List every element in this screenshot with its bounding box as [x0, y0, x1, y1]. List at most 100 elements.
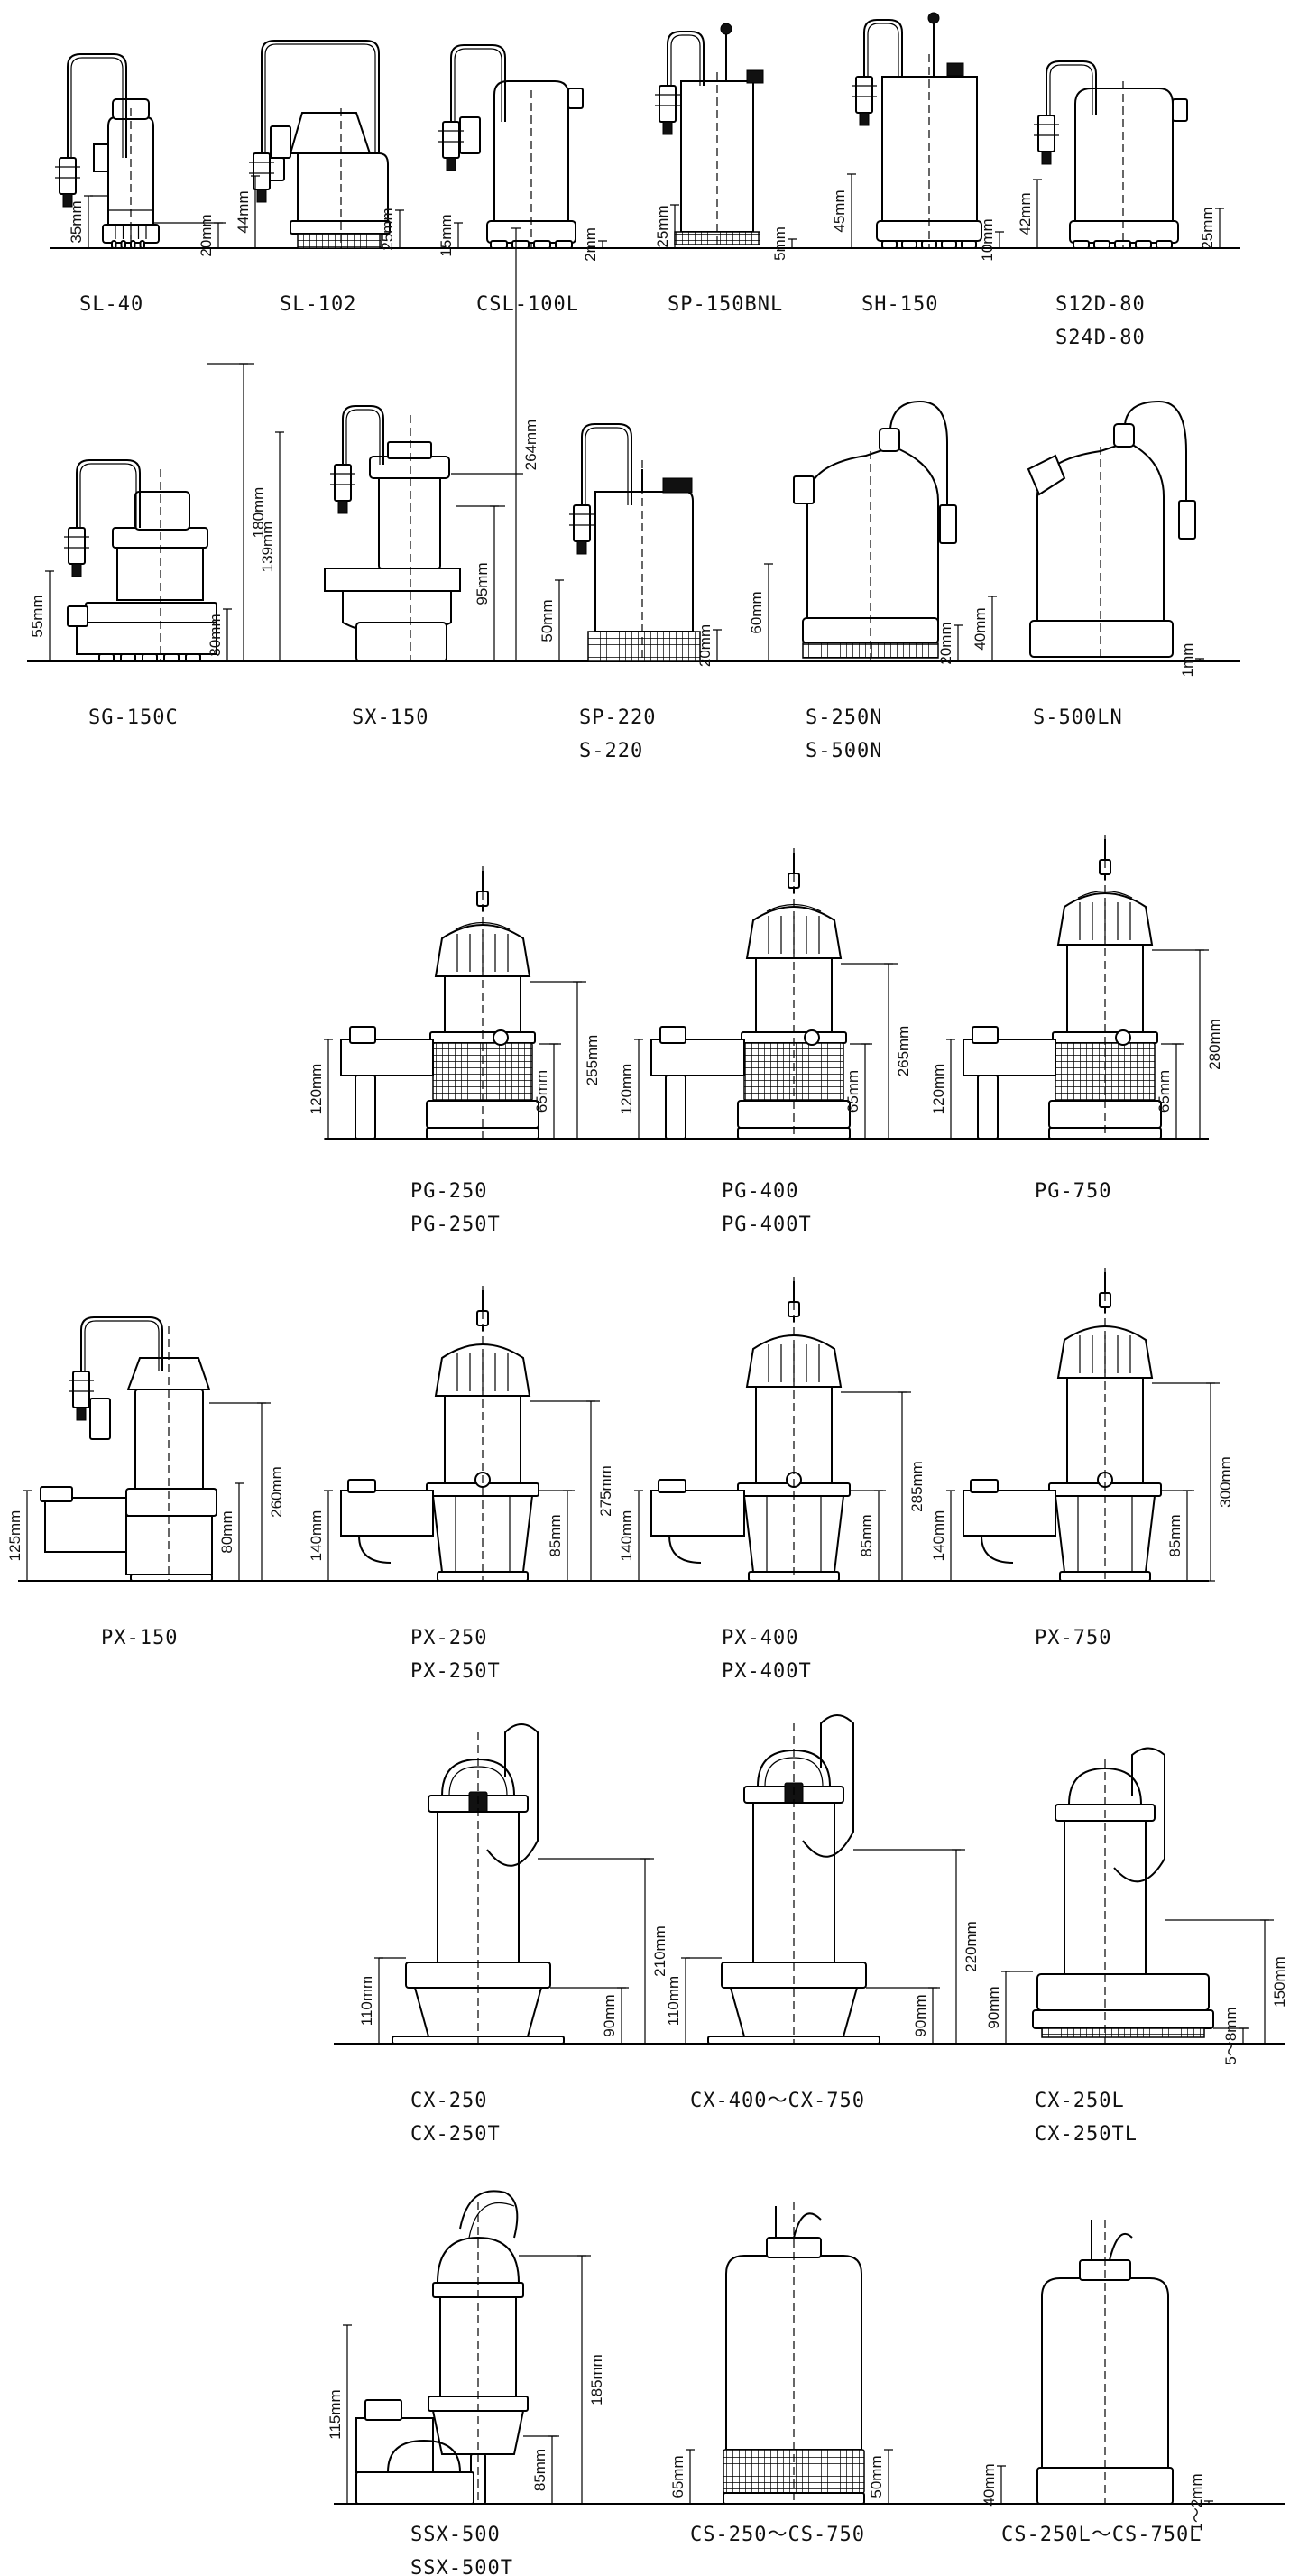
- model-name: SL-102: [280, 293, 356, 316]
- dimension-label: 5mm: [771, 226, 788, 261]
- plug-icon: [334, 464, 352, 502]
- plug-prong: [859, 112, 870, 126]
- motor-housing: [1064, 1820, 1147, 1975]
- pump-foot: [490, 240, 508, 249]
- dimension-label: 20mm: [937, 622, 954, 664]
- power-cable: [80, 1316, 163, 1371]
- outlet-pipe: [567, 88, 584, 109]
- flange: [364, 2399, 402, 2421]
- outlet-pipe: [793, 475, 815, 504]
- model-name: S-220: [579, 740, 643, 762]
- switch-box: [89, 1398, 111, 1440]
- dimension-label: 90mm: [912, 1994, 929, 2036]
- model-name: S24D-80: [1055, 327, 1146, 349]
- model-name: CSL-100L: [476, 293, 579, 316]
- pump-foot: [130, 1574, 213, 1582]
- model-name: CS-250～CS-750: [690, 2524, 865, 2546]
- stand: [355, 622, 447, 662]
- model-name: S-500N: [806, 740, 882, 762]
- dimension-label: 45mm: [831, 189, 848, 232]
- model-name: SSX-500: [410, 2524, 501, 2546]
- switch-box: [459, 116, 481, 154]
- discharge-elbow: [963, 1490, 1056, 1537]
- flange: [659, 1026, 686, 1044]
- dimension-label: 30mm: [207, 614, 224, 656]
- discharge-elbow: [355, 2417, 434, 2473]
- dimension-label: 2mm: [582, 227, 599, 262]
- model-name: S-500LN: [1033, 706, 1123, 729]
- model-name: CX-250: [410, 2090, 487, 2112]
- flange: [972, 1026, 999, 1044]
- pump-foot: [881, 240, 898, 249]
- pump-foot: [941, 240, 957, 249]
- pump-base: [290, 220, 391, 235]
- model-name: PG-250T: [410, 1214, 501, 1236]
- flange: [970, 1479, 999, 1493]
- discharge-elbow: [650, 1490, 745, 1537]
- dimension-label: 264mm: [522, 420, 539, 471]
- plug-prong: [576, 540, 587, 555]
- power-cable: [342, 405, 384, 465]
- motor-head: [126, 1357, 211, 1390]
- dimension-label: 110mm: [665, 1976, 682, 2026]
- model-name: PG-400: [722, 1180, 798, 1203]
- flange: [349, 1026, 376, 1044]
- dimension-label: 25mm: [1199, 207, 1216, 249]
- dimension-label: 85mm: [547, 1514, 564, 1556]
- discharge-elbow: [340, 1039, 434, 1076]
- dimension-label: 1mm: [1179, 643, 1196, 678]
- dimension-label: 40mm: [981, 2463, 998, 2506]
- switch-box: [270, 125, 291, 159]
- dimension-label: 20mm: [696, 624, 714, 667]
- pump-body: [594, 491, 694, 632]
- pump-foot: [185, 653, 201, 662]
- dimension-label: 50mm: [868, 2455, 885, 2498]
- outlet-pipe: [67, 605, 88, 627]
- plug-icon: [72, 1371, 90, 1408]
- model-name: S-250N: [806, 706, 882, 729]
- dimension-label: 95mm: [474, 562, 491, 605]
- dimension-label: 40mm: [972, 607, 989, 650]
- model-name: SP-220: [579, 706, 656, 729]
- dimension-label: 120mm: [930, 1064, 947, 1115]
- model-name: PX-150: [101, 1627, 178, 1649]
- model-name: PG-250: [410, 1180, 487, 1203]
- dimension-label: 50mm: [539, 599, 556, 642]
- model-name: PX-750: [1035, 1627, 1111, 1649]
- dimension-label: 65mm: [533, 1070, 550, 1113]
- dimension-label: 90mm: [601, 1994, 618, 2036]
- pump-foot: [163, 653, 180, 662]
- dimension-label: 220mm: [963, 1921, 980, 1972]
- power-cable: [486, 1723, 539, 1867]
- pump-base: [1036, 1973, 1210, 2011]
- plug-prong: [662, 121, 673, 135]
- dimension-label: 140mm: [930, 1510, 947, 1562]
- pump-foot: [1135, 240, 1152, 249]
- outlet-cap: [662, 477, 693, 494]
- plug-prong: [1041, 151, 1052, 165]
- dimension-label: 125mm: [6, 1510, 23, 1562]
- dimension-label: 150mm: [1271, 1956, 1288, 2008]
- dimension-label: 140mm: [618, 1510, 635, 1562]
- power-cable: [1091, 2220, 1133, 2261]
- dimension-label: 275mm: [597, 1465, 614, 1517]
- outlet-pipe: [1172, 98, 1188, 122]
- discharge-leg: [977, 1075, 999, 1140]
- plug-icon: [253, 152, 271, 190]
- plug-icon: [855, 76, 873, 114]
- dimension-label: 80mm: [218, 1510, 235, 1553]
- plug-icon: [939, 504, 957, 544]
- pump-base: [324, 568, 461, 592]
- cable-gland: [1113, 423, 1135, 448]
- plug-prong: [446, 157, 456, 171]
- row-2: 55mm180mm30mm139mm264mm95mm50mm20mm60mm2…: [27, 227, 1240, 678]
- discharge-leg: [665, 1075, 686, 1140]
- dimension-label: 1～2mm: [1188, 2473, 1205, 2531]
- plug-icon: [1178, 500, 1196, 540]
- model-name: CX-250TL: [1035, 2123, 1138, 2146]
- pump-body: [107, 116, 154, 226]
- pump-foot: [120, 653, 136, 662]
